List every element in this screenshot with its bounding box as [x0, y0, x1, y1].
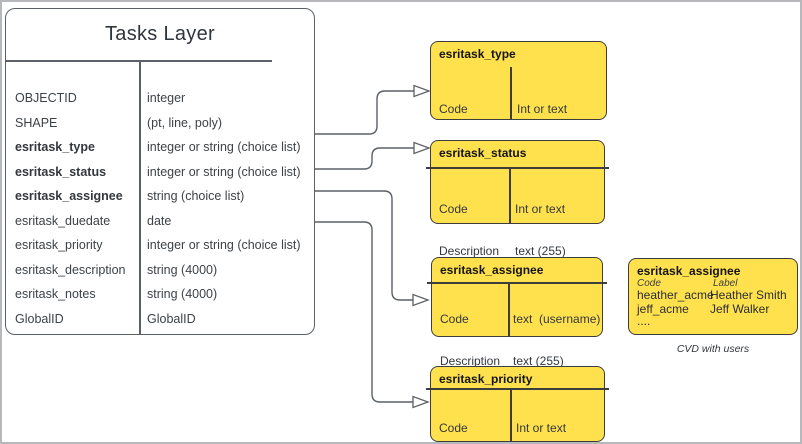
domain-cell: text (255)	[513, 354, 564, 368]
column-divider	[139, 60, 141, 334]
domain-cell: text (255)	[515, 244, 566, 258]
domain-box-title: esritask_status	[439, 146, 527, 160]
domain-cell: Code	[439, 202, 468, 216]
domain-cell: Description	[439, 244, 500, 258]
domain-box-header-divider	[427, 282, 607, 284]
domain-cell: Int or text	[516, 421, 567, 435]
domain-cell: Int or text	[515, 202, 566, 216]
domain-box-divider	[510, 388, 512, 441]
domain-box-divider	[509, 167, 511, 223]
field-type: (pt, line, poly)	[147, 115, 223, 130]
field-rows: OBJECTID integer SHAPE (pt, line, poly) …	[6, 86, 314, 331]
domain-type-column: Int or text text (255)	[515, 174, 566, 286]
tasks-layer-table: Tasks Layer OBJECTID integer SHAPE (pt, …	[5, 8, 315, 335]
field-type: string (4000)	[147, 262, 218, 277]
field-name: GlobalID	[15, 311, 64, 326]
domain-code-column: Code Description	[440, 284, 500, 396]
domain-box-divider	[508, 282, 510, 336]
field-row-shape: SHAPE (pt, line, poly)	[6, 111, 314, 136]
field-name: OBJECTID	[15, 91, 77, 106]
field-name: esritask_status	[15, 164, 107, 179]
table-title: Tasks Layer	[104, 23, 215, 45]
cvd-ellipsis: ....	[637, 314, 651, 328]
field-row-esritask-duedate: esritask_duedate date	[6, 209, 314, 234]
arrowhead-icon	[413, 141, 431, 155]
field-row-esritask-type: esritask_type integer or string (choice …	[6, 135, 314, 160]
domain-cell: Code	[440, 312, 469, 326]
domain-box-divider	[510, 67, 512, 119]
arrowhead-icon	[412, 395, 430, 409]
domain-cell: text (username)	[513, 312, 601, 326]
field-row-esritask-assignee: esritask_assignee string (choice list)	[6, 184, 314, 209]
field-type: date	[147, 213, 172, 228]
field-type: GlobalID	[147, 311, 196, 326]
domain-cell: Description	[440, 354, 501, 368]
cvd-label: Heather Smith	[710, 288, 787, 302]
domain-box-title: esritask_priority	[439, 372, 533, 386]
domain-box-title: esritask_assignee	[440, 263, 544, 277]
cvd-label: Jeff Walker	[710, 302, 770, 316]
cvd-box-esritask-assignee: esritask_assignee Code Label heather_acm…	[628, 258, 798, 335]
domain-box-esritask-assignee: esritask_assignee Code Description text …	[427, 257, 607, 368]
domain-box-title: esritask_type	[439, 47, 516, 61]
cvd-code: jeff_acme	[637, 302, 689, 316]
field-name: esritask_notes	[15, 287, 96, 302]
field-row-objectid: OBJECTID integer	[6, 86, 314, 111]
field-row-esritask-status: esritask_status integer or string (choic…	[6, 160, 314, 185]
connector-esritask-priority	[315, 221, 413, 403]
domain-box-esritask-status: esritask_status Code Description Int or …	[426, 140, 609, 258]
cvd-caption: CVD with users	[676, 343, 750, 355]
domain-cell: Code	[439, 421, 468, 435]
domain-type-column: Int or text text (255)	[516, 393, 567, 444]
field-name: SHAPE	[15, 115, 58, 130]
field-type: string (choice list)	[147, 189, 245, 204]
cvd-header-label: Label	[713, 278, 738, 289]
domain-box-esritask-type: esritask_type Code Description Int or te…	[430, 41, 607, 158]
connector-esritask-type	[315, 90, 414, 135]
connector-esritask-assignee	[315, 190, 413, 301]
field-name: esritask_type	[15, 140, 95, 155]
field-name: esritask_priority	[15, 238, 103, 253]
field-name: esritask_description	[15, 262, 126, 277]
domain-box-esritask-priority: esritask_priority Code Description Int o…	[426, 366, 609, 444]
field-row-esritask-description: esritask_description string (4000)	[6, 258, 314, 283]
domain-code-column: Code Description	[439, 174, 499, 286]
field-name: esritask_assignee	[15, 189, 123, 204]
arrowhead-icon	[413, 84, 431, 98]
connector-esritask-status	[315, 147, 414, 170]
cvd-box-title: esritask_assignee	[637, 264, 741, 278]
field-type: integer or string (choice list)	[147, 164, 301, 179]
domain-box-header-divider	[426, 167, 609, 169]
cvd-header-code: Code	[637, 278, 661, 289]
field-name: esritask_duedate	[15, 213, 111, 228]
field-type: integer	[147, 91, 186, 106]
domain-cell: Code	[439, 102, 468, 116]
field-type: integer or string (choice list)	[147, 238, 301, 253]
domain-code-column: Code Description	[439, 393, 499, 444]
cvd-code: heather_acme	[637, 288, 714, 302]
field-type: string (4000)	[147, 287, 218, 302]
field-row-esritask-priority: esritask_priority integer or string (cho…	[6, 233, 314, 258]
arrowhead-icon	[412, 293, 430, 307]
field-type: integer or string (choice list)	[147, 140, 301, 155]
domain-type-column: text (username) text (255)	[513, 284, 600, 396]
field-row-esritask-notes: esritask_notes string (4000)	[6, 282, 314, 307]
domain-box-header-divider	[426, 388, 609, 390]
field-row-globalid: GlobalID GlobalID	[6, 307, 314, 332]
domain-cell: Int or text	[517, 102, 568, 116]
